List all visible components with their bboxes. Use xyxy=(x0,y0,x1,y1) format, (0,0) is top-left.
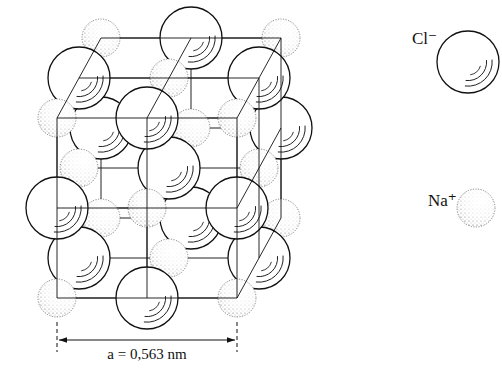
ion-contour xyxy=(189,216,210,236)
ion-contour xyxy=(167,166,188,186)
ion-contour xyxy=(99,126,120,146)
ion-contour xyxy=(283,132,293,141)
ion-contour xyxy=(145,116,166,136)
ion-contour xyxy=(149,302,159,311)
ion-contour xyxy=(144,296,171,323)
ion-contour xyxy=(189,36,210,56)
ion-contour xyxy=(188,36,215,63)
chloride-ion xyxy=(437,31,499,93)
ion-contour xyxy=(144,116,171,143)
cube-edges xyxy=(57,38,281,298)
ion-contour xyxy=(256,256,283,283)
ion-body xyxy=(457,189,495,227)
ion-contour xyxy=(466,60,487,80)
ion-contour xyxy=(193,222,203,231)
ion-contour xyxy=(279,126,300,146)
ion-contour xyxy=(261,82,271,91)
ion-contour xyxy=(77,76,98,96)
cube-edge xyxy=(259,78,260,258)
dimension-label: a = 0,563 nm xyxy=(104,346,189,363)
legend-label: Cl⁻ xyxy=(412,30,437,49)
ion-contour xyxy=(59,212,69,221)
ion-contour xyxy=(193,42,203,51)
ion-contour xyxy=(256,76,283,103)
ion-contour xyxy=(76,256,103,283)
ion-contour xyxy=(81,82,91,91)
cube-edge xyxy=(79,78,259,79)
ion-contour xyxy=(470,66,480,75)
ion-contour xyxy=(171,172,181,181)
ion-spheres xyxy=(26,7,312,329)
ion-contour xyxy=(257,76,278,96)
ion-body xyxy=(437,31,499,93)
ion-contour xyxy=(278,126,305,153)
ion-stipple xyxy=(457,189,495,227)
extension-line xyxy=(237,322,238,352)
ion-highlight xyxy=(457,189,495,227)
ion-contour xyxy=(145,296,166,316)
legend-label: Na⁺ xyxy=(428,192,457,211)
sodium-ion xyxy=(457,189,495,227)
cube-edge xyxy=(57,208,237,209)
ion-contour xyxy=(77,256,98,276)
ion-contour xyxy=(257,256,278,276)
ion-contour xyxy=(55,206,76,226)
ion-contour xyxy=(54,206,81,233)
ion-contour xyxy=(234,206,261,233)
ion-contour xyxy=(103,132,113,141)
ion-contour xyxy=(81,262,91,271)
extension-line xyxy=(57,322,58,352)
ion-contour xyxy=(166,166,193,193)
ion-contour xyxy=(239,212,249,221)
ion-contour xyxy=(235,206,256,226)
ion-contour xyxy=(261,262,271,271)
dimension-arrow xyxy=(59,340,235,341)
ion-contour xyxy=(149,122,159,131)
ion-contour xyxy=(465,60,492,87)
ion-contour xyxy=(76,76,103,103)
